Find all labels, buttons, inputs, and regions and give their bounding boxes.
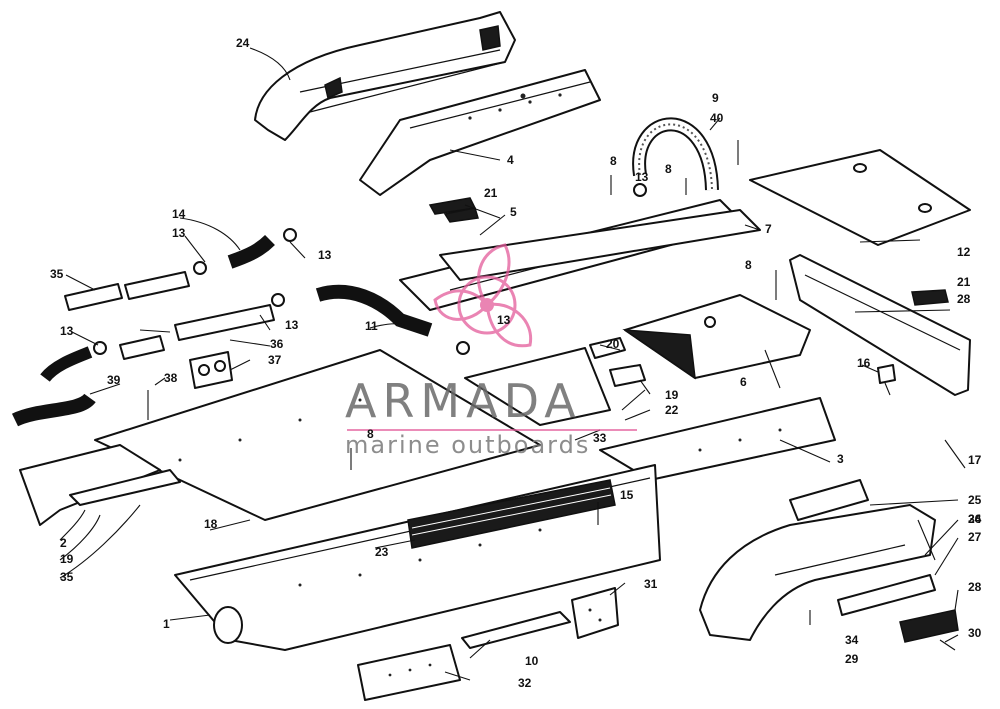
callout-2: 2 xyxy=(60,536,67,550)
part-block xyxy=(877,364,896,384)
callout-5: 5 xyxy=(510,205,517,219)
part-pad xyxy=(443,207,479,223)
part-bracket xyxy=(609,364,646,387)
callout-37: 37 xyxy=(268,353,282,367)
callout-24: 24 xyxy=(236,36,250,50)
callout-30: 30 xyxy=(968,626,982,640)
part-hose-clamp xyxy=(189,351,233,389)
callout-15: 15 xyxy=(620,488,634,502)
callout-19: 19 xyxy=(60,552,74,566)
callout-9: 9 xyxy=(712,91,719,105)
part-clamp xyxy=(456,341,470,355)
callout-34: 34 xyxy=(845,633,859,647)
part-right-fender xyxy=(699,504,936,641)
callout-35: 35 xyxy=(60,570,74,584)
callout-16: 16 xyxy=(857,356,871,370)
callout-20: 20 xyxy=(606,337,620,351)
callout-8: 8 xyxy=(610,154,617,168)
callout-8: 8 xyxy=(367,427,374,441)
callout-36: 36 xyxy=(270,337,284,351)
callout-34: 34 xyxy=(968,512,982,526)
callout-33: 33 xyxy=(593,431,607,445)
callout-13: 13 xyxy=(497,313,511,327)
callout-7: 7 xyxy=(765,222,772,236)
callout-14: 14 xyxy=(172,207,186,221)
callout-21: 21 xyxy=(484,186,498,200)
bolts xyxy=(147,140,956,651)
callout-18: 18 xyxy=(204,517,218,531)
callout-13: 13 xyxy=(318,248,332,262)
part-clamp-block xyxy=(589,337,626,359)
part-reflector-strip xyxy=(837,574,936,616)
part-strip xyxy=(439,209,761,281)
part-clamp xyxy=(283,228,297,242)
part-hose-elbow-upper xyxy=(40,346,93,383)
part-hose-loop xyxy=(632,117,719,191)
callout-23: 23 xyxy=(375,545,389,559)
part-tube xyxy=(64,271,275,360)
watermark-brand: ARMADA xyxy=(345,374,582,428)
part-angle-bracket xyxy=(789,254,971,396)
part-mount-bracket xyxy=(571,587,619,639)
callout-38: 38 xyxy=(164,371,178,385)
leader-lines xyxy=(59,47,966,681)
callout-8: 8 xyxy=(745,258,752,272)
part-inner-plate xyxy=(464,347,611,426)
callout-28: 28 xyxy=(968,580,982,594)
part-tail-plate xyxy=(899,609,959,643)
callout-26: 26 xyxy=(968,512,982,526)
watermark-tagline: marine outboards xyxy=(345,431,591,459)
callout-17: 17 xyxy=(968,453,982,467)
part-clamp xyxy=(193,261,207,275)
callout-3: 3 xyxy=(837,452,844,466)
brand-logo-icon xyxy=(433,243,533,348)
callout-31: 31 xyxy=(644,577,658,591)
callout-12: 12 xyxy=(957,245,971,259)
part-clamp xyxy=(271,293,285,307)
callout-32: 32 xyxy=(518,676,532,690)
callout-19: 19 xyxy=(665,388,679,402)
watermark: ARMADA marine outboards xyxy=(345,375,665,459)
callout-29: 29 xyxy=(845,652,859,666)
part-fender-cap xyxy=(789,479,869,521)
callout-8: 8 xyxy=(665,162,672,176)
part-clamp xyxy=(633,183,647,197)
callout-6: 6 xyxy=(740,375,747,389)
part-side-rail xyxy=(359,69,601,196)
callout-25: 25 xyxy=(968,493,982,507)
callout-27: 27 xyxy=(968,530,982,544)
callout-13: 13 xyxy=(172,226,186,240)
watermark-underline xyxy=(347,429,637,431)
callout-13: 13 xyxy=(285,318,299,332)
callout-28: 28 xyxy=(957,292,971,306)
part-small-plate xyxy=(461,611,571,649)
callout-11: 11 xyxy=(365,319,378,333)
part-left-channel xyxy=(19,444,181,526)
part-hood-cover xyxy=(254,11,516,141)
callout-13: 13 xyxy=(635,170,649,184)
callout-22: 22 xyxy=(665,403,679,417)
part-hose-long xyxy=(315,284,433,337)
callout-39: 39 xyxy=(107,373,121,387)
part-floor-plate xyxy=(94,349,541,521)
part-hose-elbow xyxy=(11,392,96,427)
callout-21: 21 xyxy=(957,275,971,289)
part-cover-plate xyxy=(749,149,971,246)
part-lower-bracket xyxy=(357,644,461,701)
callout-4: 4 xyxy=(507,153,514,167)
part-hose-short xyxy=(227,234,275,269)
callout-13: 13 xyxy=(60,324,74,338)
callout-40: 40 xyxy=(710,111,724,125)
part-box-housing xyxy=(622,294,811,380)
part-louver-panel xyxy=(407,479,616,549)
callout-1: 1 xyxy=(163,617,170,631)
part-pad xyxy=(911,289,949,306)
callout-35: 35 xyxy=(50,267,64,281)
callout-10: 10 xyxy=(525,654,539,668)
